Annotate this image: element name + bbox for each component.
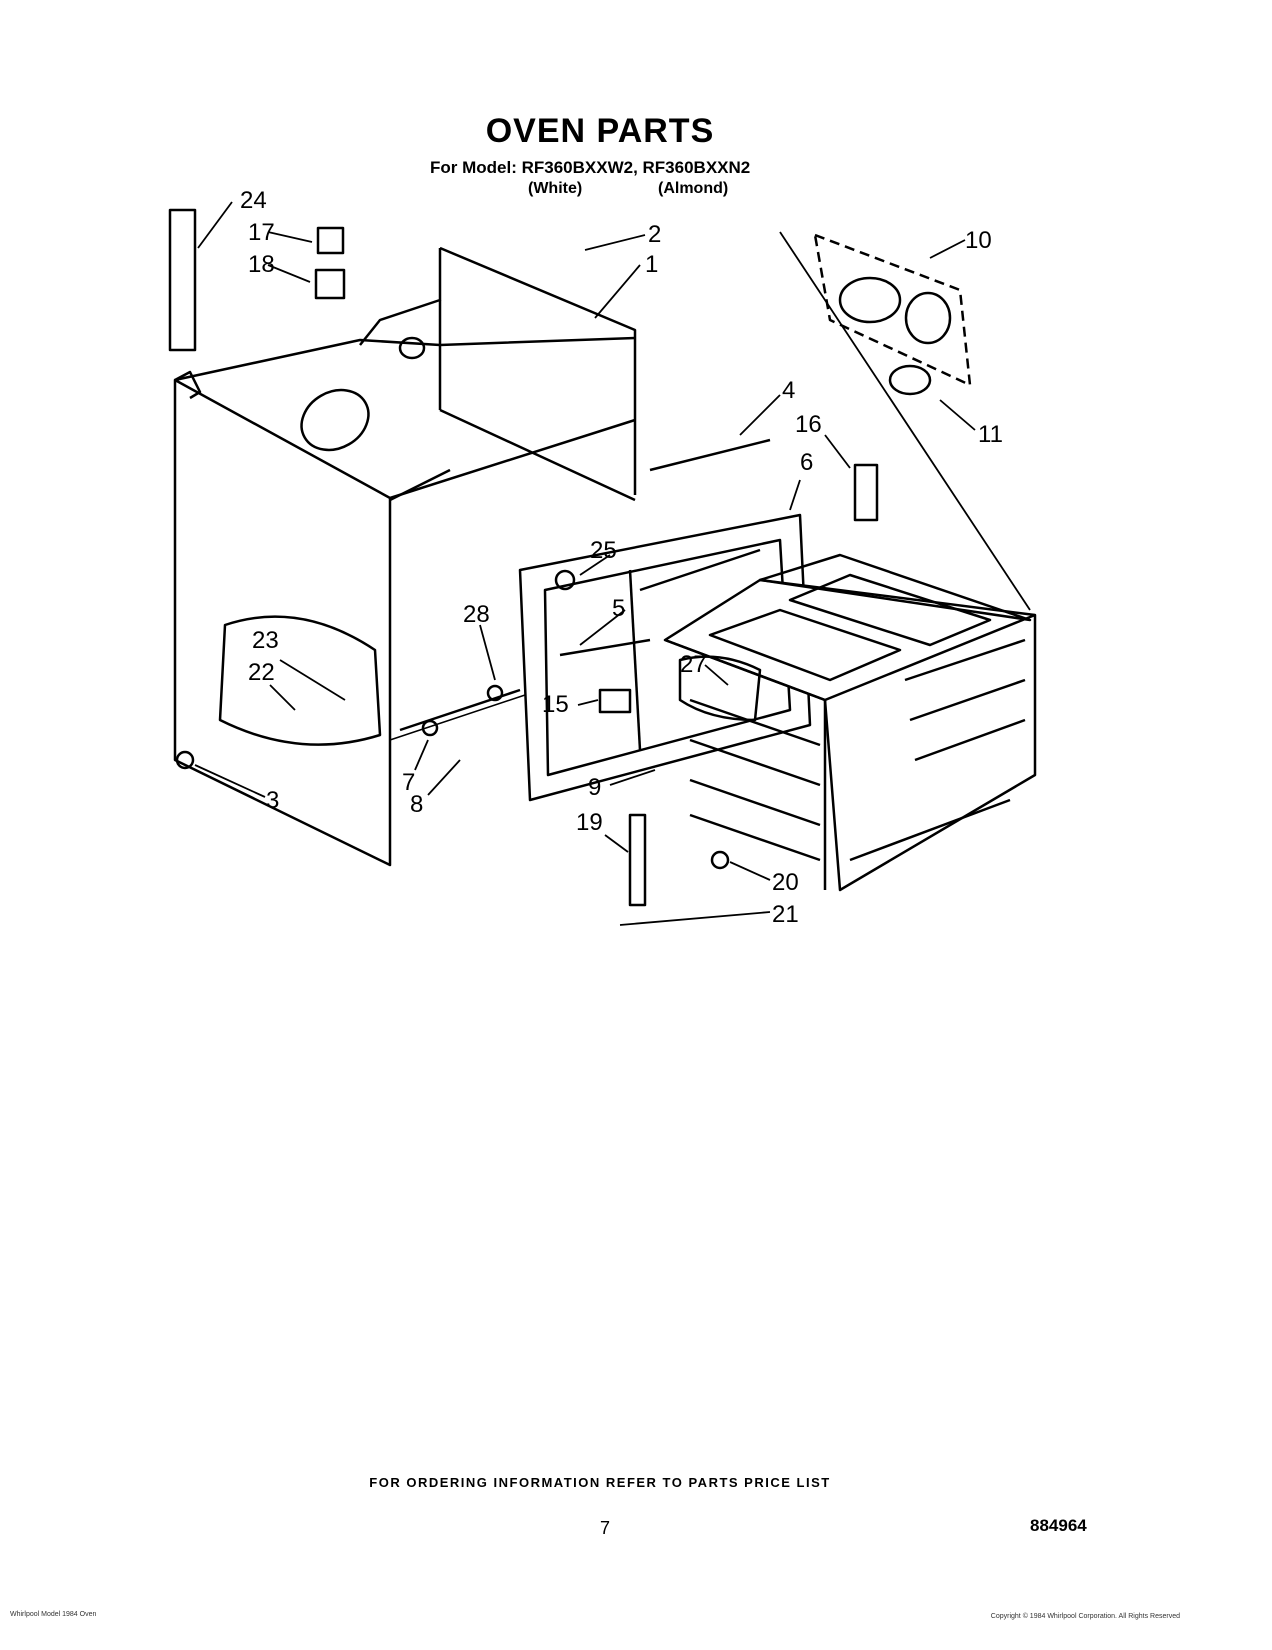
callout-9: 9	[588, 774, 601, 801]
callout-7: 7	[402, 769, 415, 796]
oven-liner	[663, 553, 1037, 892]
part-16-tube	[853, 463, 879, 522]
callout-23: 23	[252, 627, 279, 654]
part-18-block	[314, 268, 346, 300]
callout-1: 1	[645, 251, 658, 278]
callout-3: 3	[266, 787, 279, 814]
model-line: For Model: RF360BXXW2, RF360BXXN2	[430, 158, 751, 177]
callout-11: 11	[978, 421, 1003, 448]
part-3-foot	[175, 750, 195, 770]
callout-27: 27	[680, 651, 707, 678]
variant-almond: (Almond)	[658, 180, 729, 197]
callout-2: 2	[648, 221, 661, 248]
callout-4: 4	[782, 377, 795, 404]
callout-21: 21	[772, 901, 799, 928]
part-20-screw	[710, 850, 730, 870]
fine-print-left: Whirlpool Model 1984 Oven	[10, 1611, 97, 1618]
callout-18: 18	[248, 251, 275, 278]
copyright-notice: Copyright © 1984 Whirlpool Corporation. …	[990, 1613, 1180, 1620]
front-frame	[518, 438, 812, 802]
callout-8: 8	[410, 791, 423, 818]
part-25-fitting	[554, 569, 576, 591]
cutaway-27	[678, 655, 762, 722]
callout-22: 22	[248, 659, 275, 686]
part-24-strip	[168, 208, 197, 352]
part-28-knob	[486, 684, 504, 702]
callout-10: 10	[965, 227, 992, 254]
callout-25: 25	[590, 537, 617, 564]
callout-17: 17	[248, 219, 275, 246]
part-7-knob	[421, 719, 439, 737]
cutaway-23-22	[218, 615, 382, 746]
exploded-parts-diagram: 24 17 18 2 1 10 11 4 16 6 25 28 5 23 22 …	[168, 187, 1037, 928]
callout-6: 6	[800, 449, 813, 476]
callout-15: 15	[542, 691, 569, 718]
ordering-note: FOR ORDERING INFORMATION REFER TO PARTS …	[369, 1475, 831, 1490]
part-17-block	[316, 226, 345, 255]
page-number: 7	[600, 1518, 611, 1538]
variant-white: (White)	[528, 180, 583, 197]
callout-28: 28	[463, 601, 490, 628]
callout-16: 16	[795, 411, 822, 438]
part-15-bracket	[598, 688, 632, 714]
callout-5: 5	[612, 595, 625, 622]
callout-19: 19	[576, 809, 603, 836]
light-assembly	[813, 233, 972, 396]
page-title: OVEN PARTS	[485, 112, 715, 150]
document-number: 884964	[1030, 1516, 1087, 1535]
callout-24: 24	[240, 187, 267, 214]
part-19-bracket	[628, 813, 647, 907]
callout-20: 20	[772, 869, 799, 896]
